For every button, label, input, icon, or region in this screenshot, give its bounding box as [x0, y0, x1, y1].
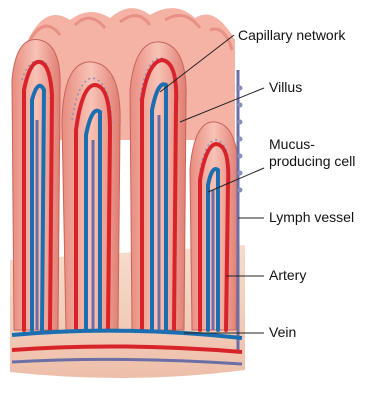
label-villus: Villus [269, 79, 302, 96]
villus-center-left [62, 62, 120, 330]
label-mucus-producing-cell: Mucus- producing cell [269, 136, 355, 170]
label-vein: Vein [269, 324, 296, 341]
label-capillary-network: Capillary network [238, 27, 345, 44]
label-artery: Artery [269, 267, 306, 284]
label-lymph-vessel: Lymph vessel [269, 209, 354, 226]
